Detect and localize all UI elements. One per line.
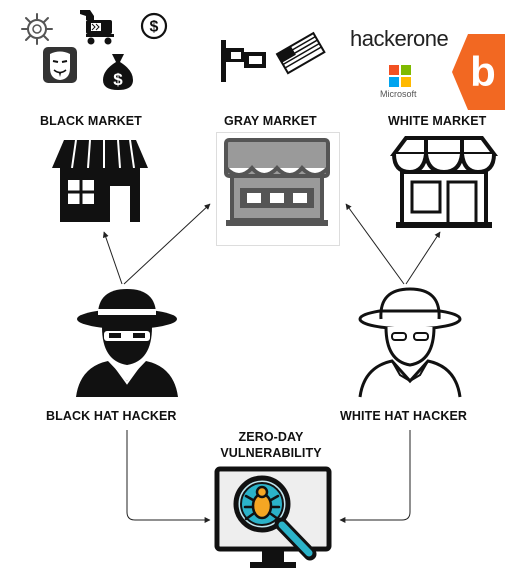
flags-icon — [221, 31, 326, 82]
arrow-blackhat-to-graymarket — [123, 203, 211, 285]
hackerone-logo: hackerone — [350, 26, 449, 51]
gray-market-label: GRAY MARKET — [224, 114, 317, 128]
svg-text:$: $ — [150, 19, 159, 36]
svg-text:b: b — [470, 48, 496, 95]
gray-market-store-icon — [224, 138, 330, 226]
zero-day-label-line1: ZERO-DAY — [238, 430, 304, 444]
microsoft-logo-icon — [389, 65, 411, 87]
white-market-label: WHITE MARKET — [388, 114, 487, 128]
arrow-blackhat-to-blackmarket — [102, 231, 123, 285]
white-hat-hacker-icon — [358, 287, 462, 398]
white-hat-hacker-label: WHITE HAT HACKER — [340, 409, 468, 423]
svg-text:$: $ — [113, 70, 123, 89]
black-hat-hacker-label: BLACK HAT HACKER — [46, 409, 177, 423]
arrow-whitehat-to-graymarket — [345, 203, 405, 285]
dollar-coin-icon: $ — [140, 12, 168, 40]
microsoft-wordmark: Microsoft — [380, 89, 417, 99]
anonymous-mask-icon — [43, 47, 77, 83]
white-market-store-icon — [390, 136, 498, 228]
arrow-blackhat-to-zeroday — [126, 430, 211, 523]
arrow-whitehat-to-whitemarket — [405, 231, 441, 285]
money-bag-icon: $ — [103, 54, 133, 90]
arrow-whitehat-to-zeroday — [339, 430, 411, 523]
black-market-label: BLACK MARKET — [40, 114, 142, 128]
virus-icon — [21, 13, 53, 45]
black-market-store-icon — [52, 139, 148, 222]
bugcrowd-logo-icon: b — [452, 34, 505, 110]
black-hat-hacker-icon — [76, 289, 178, 397]
zero-day-label-line2: VULNERABILITY — [220, 446, 322, 460]
zero-day-monitor-bug-icon — [214, 466, 332, 568]
trojan-horse-icon — [80, 10, 114, 45]
